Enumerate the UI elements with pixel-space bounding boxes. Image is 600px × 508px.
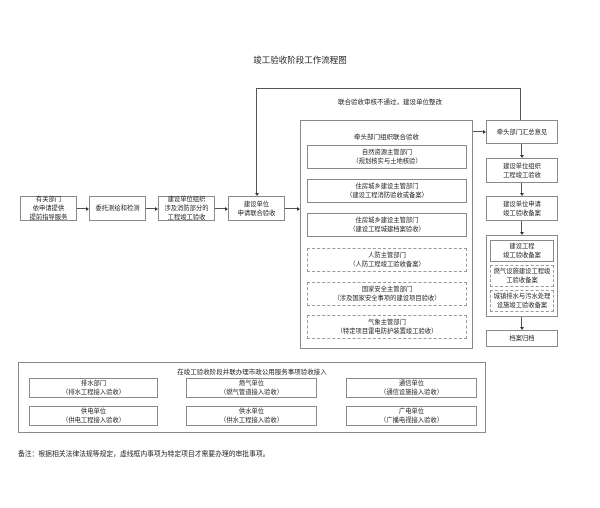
box-archive: 档案归档 (486, 330, 558, 347)
dept-name: 自然资源主管部门 (361, 149, 413, 156)
box-summary: 牵头部门汇总意见 (486, 120, 558, 144)
box-gas-filing: 燃气设施建设工程竣工验收备案 (490, 265, 554, 287)
line: 提前指导服务 (29, 214, 68, 221)
line: 设施竣工验收备案 (496, 302, 548, 309)
utility-desc: （通信设施接入验收） (380, 389, 443, 396)
utility-box: 燃气单位 （燃气管道接入验收） (186, 378, 317, 398)
utility-desc: （燃气管道接入验收） (220, 389, 283, 396)
dept-box: 住房城乡建设主管部门 （建设工程城建档案验收） (307, 213, 467, 237)
utility-name: 供水单位 (238, 408, 265, 415)
box-apply-filing: 建设单位申请竣工验收备案 (486, 196, 558, 221)
connector (256, 88, 257, 193)
utility-desc: （排水工程接入验收） (62, 389, 125, 396)
filing-group (486, 235, 558, 317)
box-organize-acceptance: 建设单位组织工程竣工验收 (486, 158, 558, 183)
arrow-icon (519, 155, 524, 158)
dept-box: 自然资源主管部门 （规划核实与土地核验） (307, 145, 467, 169)
box-survey: 委托测绘和检测 (89, 196, 146, 221)
dept-name: 国家安全主管部门 (361, 286, 413, 293)
connector (77, 208, 86, 209)
line: 建设单位申请 (503, 200, 541, 208)
line: 竣工验收备案 (503, 252, 541, 259)
line: 建设工程 (509, 243, 535, 250)
line: 城镇排水与污水处理 (493, 293, 551, 300)
line: 燃气设施建设工程竣 (493, 268, 551, 275)
utility-name: 供电单位 (80, 408, 107, 415)
connector (285, 208, 297, 209)
box-filing: 建设工程竣工验收备案 (490, 240, 554, 262)
line: 申请联合验收 (237, 209, 276, 217)
connector (215, 208, 225, 209)
connector (521, 144, 522, 155)
utility-box: 广电单位 （广播电视接入验收） (346, 406, 477, 426)
utility-box: 供电单位 （供电工程接入验收） (29, 406, 158, 426)
line: 建设单位组织 (167, 196, 206, 203)
arrow-icon (254, 193, 259, 196)
arrow-icon (519, 327, 524, 330)
arrow-icon (297, 206, 300, 211)
arrow-icon (519, 193, 524, 196)
utility-desc: （广播电视接入验收） (380, 417, 443, 424)
utility-group (18, 362, 486, 433)
utility-box: 通信单位 （通信设施接入验收） (346, 378, 477, 398)
utility-desc: （供水工程接入验收） (220, 417, 283, 424)
box-guidance: 有关部门依申请提供提前指导服务 (20, 196, 77, 221)
dept-desc: （特定项目雷电防护装置竣工验收） (336, 328, 438, 335)
arrow-icon (519, 232, 524, 235)
utility-name: 通信单位 (398, 380, 425, 387)
dept-desc: （建设工程消防验收或备案） (346, 192, 428, 199)
dept-desc: （人防工程竣工验收备案） (349, 261, 425, 268)
line: 建设单位 (243, 200, 270, 208)
line: 建设单位组织 (503, 162, 541, 170)
box-drainage-filing: 城镇排水与污水处理设施竣工验收备案 (490, 290, 554, 312)
connector (256, 88, 521, 89)
dept-name: 住房城乡建设主管部门 (355, 217, 419, 224)
connector (146, 208, 155, 209)
dept-box: 住房城乡建设主管部门 （建设工程消防验收或备案） (307, 179, 467, 203)
utility-box: 排水部门 （排水工程接入验收） (29, 378, 158, 398)
arrow-icon (483, 129, 486, 134)
arrow-icon (225, 206, 228, 211)
utility-desc: （供电工程接入验收） (62, 417, 125, 424)
utility-name: 燃气单位 (238, 380, 265, 387)
dept-desc: （建设工程城建档案验收） (349, 226, 425, 233)
line: 涉及消防部分的 (164, 205, 209, 212)
box-fire-acceptance: 建设单位组织涉及消防部分的工程竣工验收 (158, 196, 215, 221)
connector (473, 131, 483, 132)
line: 有关部门 (35, 196, 62, 203)
utility-title: 在竣工验收阶段并联办理市政公用服务事项验收接入 (177, 368, 327, 376)
utility-name: 广电单位 (398, 408, 425, 415)
page-title: 竣工验收阶段工作流程图 (253, 56, 347, 66)
dept-box-optional: 国家安全主管部门 （涉及国家安全事项的建设项目验收） (307, 282, 467, 306)
box-apply-joint: 建设单位申请联合验收 (228, 196, 285, 221)
arrow-icon (155, 206, 158, 211)
dept-box-optional: 人防主管部门 （人防工程竣工验收备案） (307, 248, 467, 272)
line: 牵头部门汇总意见 (496, 128, 548, 136)
line: 工程竣工验收 (167, 214, 206, 221)
line: 委托测绘和检测 (95, 205, 140, 212)
utility-name: 排水部门 (80, 380, 107, 387)
dept-name: 人防主管部门 (368, 252, 406, 259)
dept-box-optional: 气象主管部门 （特定项目雷电防护装置竣工验收） (307, 315, 467, 339)
utility-box: 供水单位 （供水工程接入验收） (186, 406, 317, 426)
connector (521, 221, 522, 232)
line: 工程竣工验收 (503, 171, 541, 179)
feedback-label: 联合验收审核不通过，建设单位整改 (338, 98, 442, 106)
dept-name: 气象主管部门 (368, 319, 406, 326)
joint-title: 牵头部门组织联合验收 (354, 133, 419, 141)
connector (521, 183, 522, 193)
dept-name: 住房城乡建设主管部门 (355, 183, 419, 190)
line: 档案归档 (509, 335, 535, 342)
joint-acceptance-group (300, 120, 473, 349)
line: 工验收备案 (506, 277, 538, 284)
connector (520, 88, 521, 120)
arrow-icon (86, 206, 89, 211)
footnote: 备注：根据相关法律法规等规定，虚线框内事项为特定项目才需要办理的审批事项。 (18, 450, 270, 458)
line: 依申请提供 (32, 205, 65, 212)
dept-desc: （涉及国家安全事项的建设项目验收） (333, 295, 441, 302)
connector (521, 317, 522, 327)
line: 竣工验收备案 (503, 209, 541, 217)
dept-desc: （规划核实与土地核验） (352, 158, 422, 165)
